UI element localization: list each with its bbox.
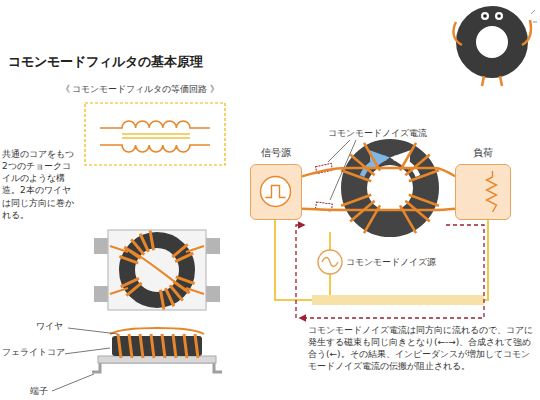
choke-coil-symbol [100,121,210,152]
winding-turn [129,334,132,358]
label: コモンモードノイズ電流 [328,127,427,139]
title: コモンモードフィルタの基本原理 [8,53,203,71]
label: ワイヤ [36,320,63,332]
ground-plane [312,295,484,305]
winding-turn [150,231,153,251]
winding-turn [176,277,195,284]
winding-turn [341,195,371,206]
node-heading: 信号源 [250,146,302,160]
leader-line [68,328,118,334]
component-base [108,230,206,310]
core-line [122,137,190,138]
winding-turn [121,278,139,286]
label: コモンモードノイズ源 [346,256,436,268]
ferrite-core-side [112,336,202,356]
winding-turn [118,334,121,358]
winding-turn [119,256,138,263]
label: コモンモードノイズ電流は同方向に流れるので、コアに発生する磁束も同じ向きとなり(… [308,324,536,373]
wire [302,209,455,210]
winding-turn [184,334,187,358]
label: 共通のコアをもつ2つのチョークコイルのような構造。2本のワイヤは同じ方向に巻かれ… [2,148,74,221]
node-box: 信号源 [250,146,302,220]
winding-turn [151,334,154,358]
core-line [122,133,190,134]
resistor-symbol [456,165,509,218]
winding-turn [409,195,439,206]
wire-winding [341,143,439,233]
wire-winding [119,231,194,310]
winding-turn [405,155,430,176]
wire-lead [110,246,204,294]
signal-symbol [251,165,300,218]
winding-turn [173,334,176,358]
winding-turn [162,334,165,358]
label: 端子 [30,385,48,397]
mascot [454,10,537,86]
noise-current-path [300,225,484,318]
ground-wire [329,274,331,295]
wire [302,168,455,176]
leader-line [64,348,110,354]
winding-turn [140,334,143,358]
label: 《 コモンモードフィルタの等価回路 》 [40,83,240,95]
ferrite-core-top [127,240,187,300]
winding-turn [409,170,439,181]
noise-current-path [296,225,304,318]
node-box: 負荷 [455,146,511,220]
coil-turns [100,145,210,152]
label: フェライトコア [2,346,65,358]
leader-line [52,374,94,391]
winding-turn [195,334,198,358]
winding-turn [165,288,173,306]
ground-wire [329,232,331,250]
winding-turn [364,143,380,171]
noise-source-symbol [318,250,342,274]
circuit-frame [85,103,225,165]
wire-lead [110,328,204,334]
ferrite-core [354,152,426,224]
wire-winding [118,334,198,358]
winding-turn [175,253,193,261]
winding-turn [140,234,148,252]
coil-turns [100,121,210,128]
winding-turn [160,290,163,310]
noise-source-symbol [322,258,338,267]
node-frame [455,164,511,220]
node-frame [250,164,302,220]
node-heading: 負荷 [455,146,511,160]
winding-turn [341,170,371,181]
ground-wire [275,218,312,300]
leader-line [328,140,350,162]
